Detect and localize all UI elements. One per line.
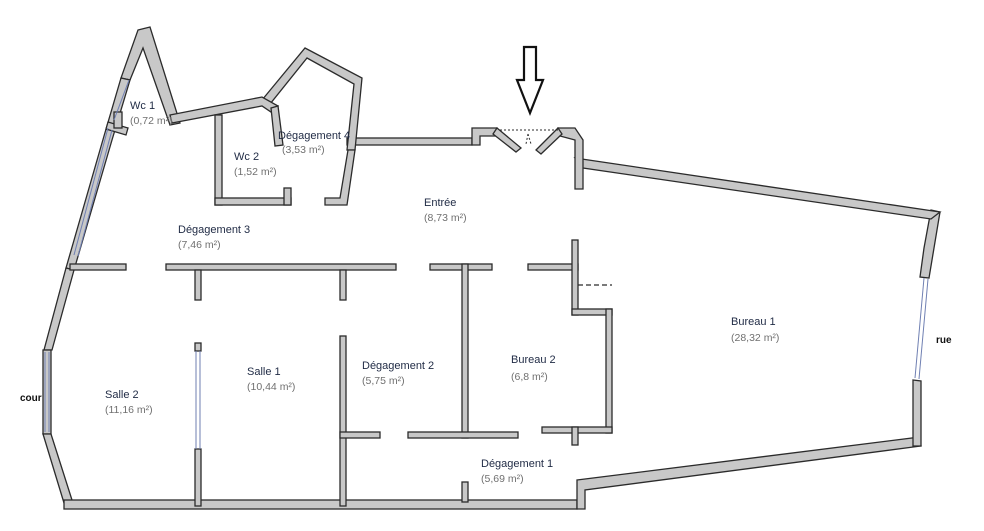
wall-entrance-left — [471, 127, 498, 146]
wall-right-lower — [912, 379, 922, 447]
wall-mid-2 — [165, 263, 397, 271]
wall-bureau2-bottom-stub — [571, 426, 579, 446]
wall-right-upper — [919, 209, 941, 279]
room-name-bureau2: Bureau 2 — [511, 354, 556, 366]
room-area-wc2: (1,52 m²) — [234, 166, 277, 178]
room-name-deg1: Dégagement 1 — [481, 458, 553, 470]
wall-wc2-right — [283, 187, 292, 206]
room-area-deg3: (7,46 m²) — [178, 239, 221, 251]
wall-bottom-right — [576, 436, 922, 510]
wall-entrance-right — [557, 127, 584, 190]
room-area-wc1: (0,72 m²) — [130, 115, 173, 127]
room-name-deg3: Dégagement 3 — [178, 224, 250, 236]
wall-left-cour — [42, 349, 52, 435]
window-left-upper-b — [77, 129, 113, 257]
wall-bureau2-bottom-left — [407, 431, 519, 439]
window-wc1 — [113, 79, 130, 121]
room-name-wc1: Wc 1 — [130, 100, 155, 112]
room-name-wc2: Wc 2 — [234, 151, 259, 163]
wall-bottom-left — [63, 499, 578, 510]
room-name-bureau1: Bureau 1 — [731, 316, 776, 328]
label-rue: rue — [936, 335, 952, 346]
wall-wc-roof — [169, 96, 280, 124]
wall-deg4-top — [260, 47, 363, 151]
wall-salle-sep-top — [194, 342, 202, 352]
mid-walls — [69, 239, 613, 507]
room-name-salle1: Salle 1 — [247, 366, 281, 378]
door-leaf-right — [535, 126, 563, 155]
room-area-entree: (8,73 m²) — [424, 212, 467, 224]
window-rue-2 — [918, 278, 929, 380]
wall-left-upper — [65, 77, 131, 271]
window-left-upper — [73, 127, 109, 256]
wall-top-middle — [346, 137, 473, 146]
room-name-deg4: Dégagement 4 — [278, 130, 350, 142]
wall-mid-3 — [429, 263, 493, 271]
wall-stub-2 — [339, 269, 347, 301]
wall-deg2-bureau2 — [461, 263, 469, 439]
room-labels: Wc 1 (0,72 m²) Dégagement 4 (3,53 m²) Wc… — [105, 100, 779, 485]
window-rue-1 — [914, 277, 925, 379]
wall-deg4-inner — [270, 105, 284, 147]
wall-deg4-right — [324, 149, 356, 206]
wall-wc1-stub — [113, 111, 123, 129]
room-area-bureau1: (28,32 m²) — [731, 332, 779, 344]
wall-salle-sep-bottom — [194, 448, 202, 507]
wall-deg2-bottom — [339, 431, 381, 439]
wall-stub-1 — [194, 269, 202, 301]
wall-mid-1 — [69, 263, 127, 271]
room-area-salle1: (10,44 m²) — [247, 381, 295, 393]
wc2-walls — [214, 114, 292, 206]
room-name-salle2: Salle 2 — [105, 389, 139, 401]
down-arrow-icon — [515, 45, 545, 117]
room-name-deg2: Dégagement 2 — [362, 360, 434, 372]
room-area-deg2: (5,75 m²) — [362, 375, 405, 387]
wall-deg2-left — [339, 335, 347, 507]
room-name-entree: Entrée — [424, 197, 456, 209]
wall-wc2-bottom — [214, 197, 292, 206]
door-center-mark — [525, 133, 532, 145]
wall-wc2-left — [214, 114, 223, 206]
entrance-doors — [492, 126, 612, 286]
wall-deg1-stub — [461, 481, 469, 503]
room-area-bureau2: (6,8 m²) — [511, 371, 548, 383]
door-leaf-left — [492, 127, 523, 153]
wall-top-right — [573, 157, 942, 220]
room-area-deg4: (3,53 m²) — [282, 144, 325, 156]
room-area-salle2: (11,16 m²) — [105, 404, 153, 416]
windows — [44, 79, 929, 449]
wall-left-bottom — [42, 433, 73, 504]
wall-bureau2-right — [605, 308, 613, 434]
wall-mid-4 — [527, 263, 579, 271]
room-area-deg1: (5,69 m²) — [481, 473, 524, 485]
label-cour: cour — [20, 393, 42, 404]
wall-bureau2-top-right — [571, 239, 579, 316]
wall-left-lower — [43, 267, 75, 351]
